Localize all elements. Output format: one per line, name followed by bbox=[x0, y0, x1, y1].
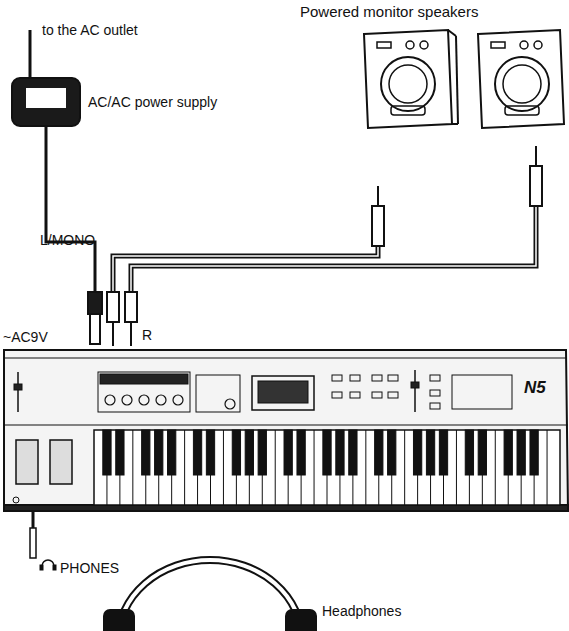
black-key bbox=[103, 430, 111, 475]
black-key bbox=[349, 430, 357, 475]
black-key bbox=[504, 430, 512, 475]
black-key bbox=[193, 430, 201, 475]
black-key bbox=[297, 430, 305, 475]
white-key-edge bbox=[314, 430, 315, 505]
black-key bbox=[478, 430, 486, 475]
white-key-edge bbox=[275, 430, 276, 505]
jack-label: ~AC9V bbox=[3, 329, 48, 345]
white-key-edge bbox=[365, 430, 366, 505]
model-logo: N5 bbox=[524, 380, 546, 396]
white-key-edge bbox=[223, 430, 224, 505]
power-supply-label: AC/AC power supply bbox=[88, 94, 217, 110]
black-key bbox=[232, 430, 240, 475]
jack-label: PHONES bbox=[60, 560, 119, 576]
black-key bbox=[116, 430, 124, 475]
cable-label: L/MONO bbox=[40, 232, 95, 248]
black-key bbox=[336, 430, 344, 475]
black-key bbox=[258, 430, 266, 475]
black-key bbox=[155, 430, 163, 475]
black-key bbox=[517, 430, 525, 475]
title-label: Powered monitor speakers bbox=[300, 4, 478, 20]
white-key-edge bbox=[547, 430, 548, 505]
jack-label: R bbox=[142, 327, 152, 343]
black-key bbox=[388, 430, 396, 475]
white-key-edge bbox=[404, 430, 405, 505]
black-key bbox=[439, 430, 447, 475]
black-key bbox=[465, 430, 473, 475]
black-key bbox=[323, 430, 331, 475]
white-key-edge bbox=[495, 430, 496, 505]
black-key bbox=[142, 430, 150, 475]
black-key bbox=[375, 430, 383, 475]
black-key bbox=[245, 430, 253, 475]
white-key-edge bbox=[132, 430, 133, 505]
black-key bbox=[206, 430, 214, 475]
device-label: Headphones bbox=[322, 603, 401, 619]
outlet-label: to the AC outlet bbox=[42, 22, 138, 38]
black-key bbox=[284, 430, 292, 475]
black-key bbox=[413, 430, 421, 475]
black-key bbox=[426, 430, 434, 475]
black-key bbox=[168, 430, 176, 475]
black-key bbox=[530, 430, 538, 475]
white-key-edge bbox=[456, 430, 457, 505]
white-key-edge bbox=[184, 430, 185, 505]
